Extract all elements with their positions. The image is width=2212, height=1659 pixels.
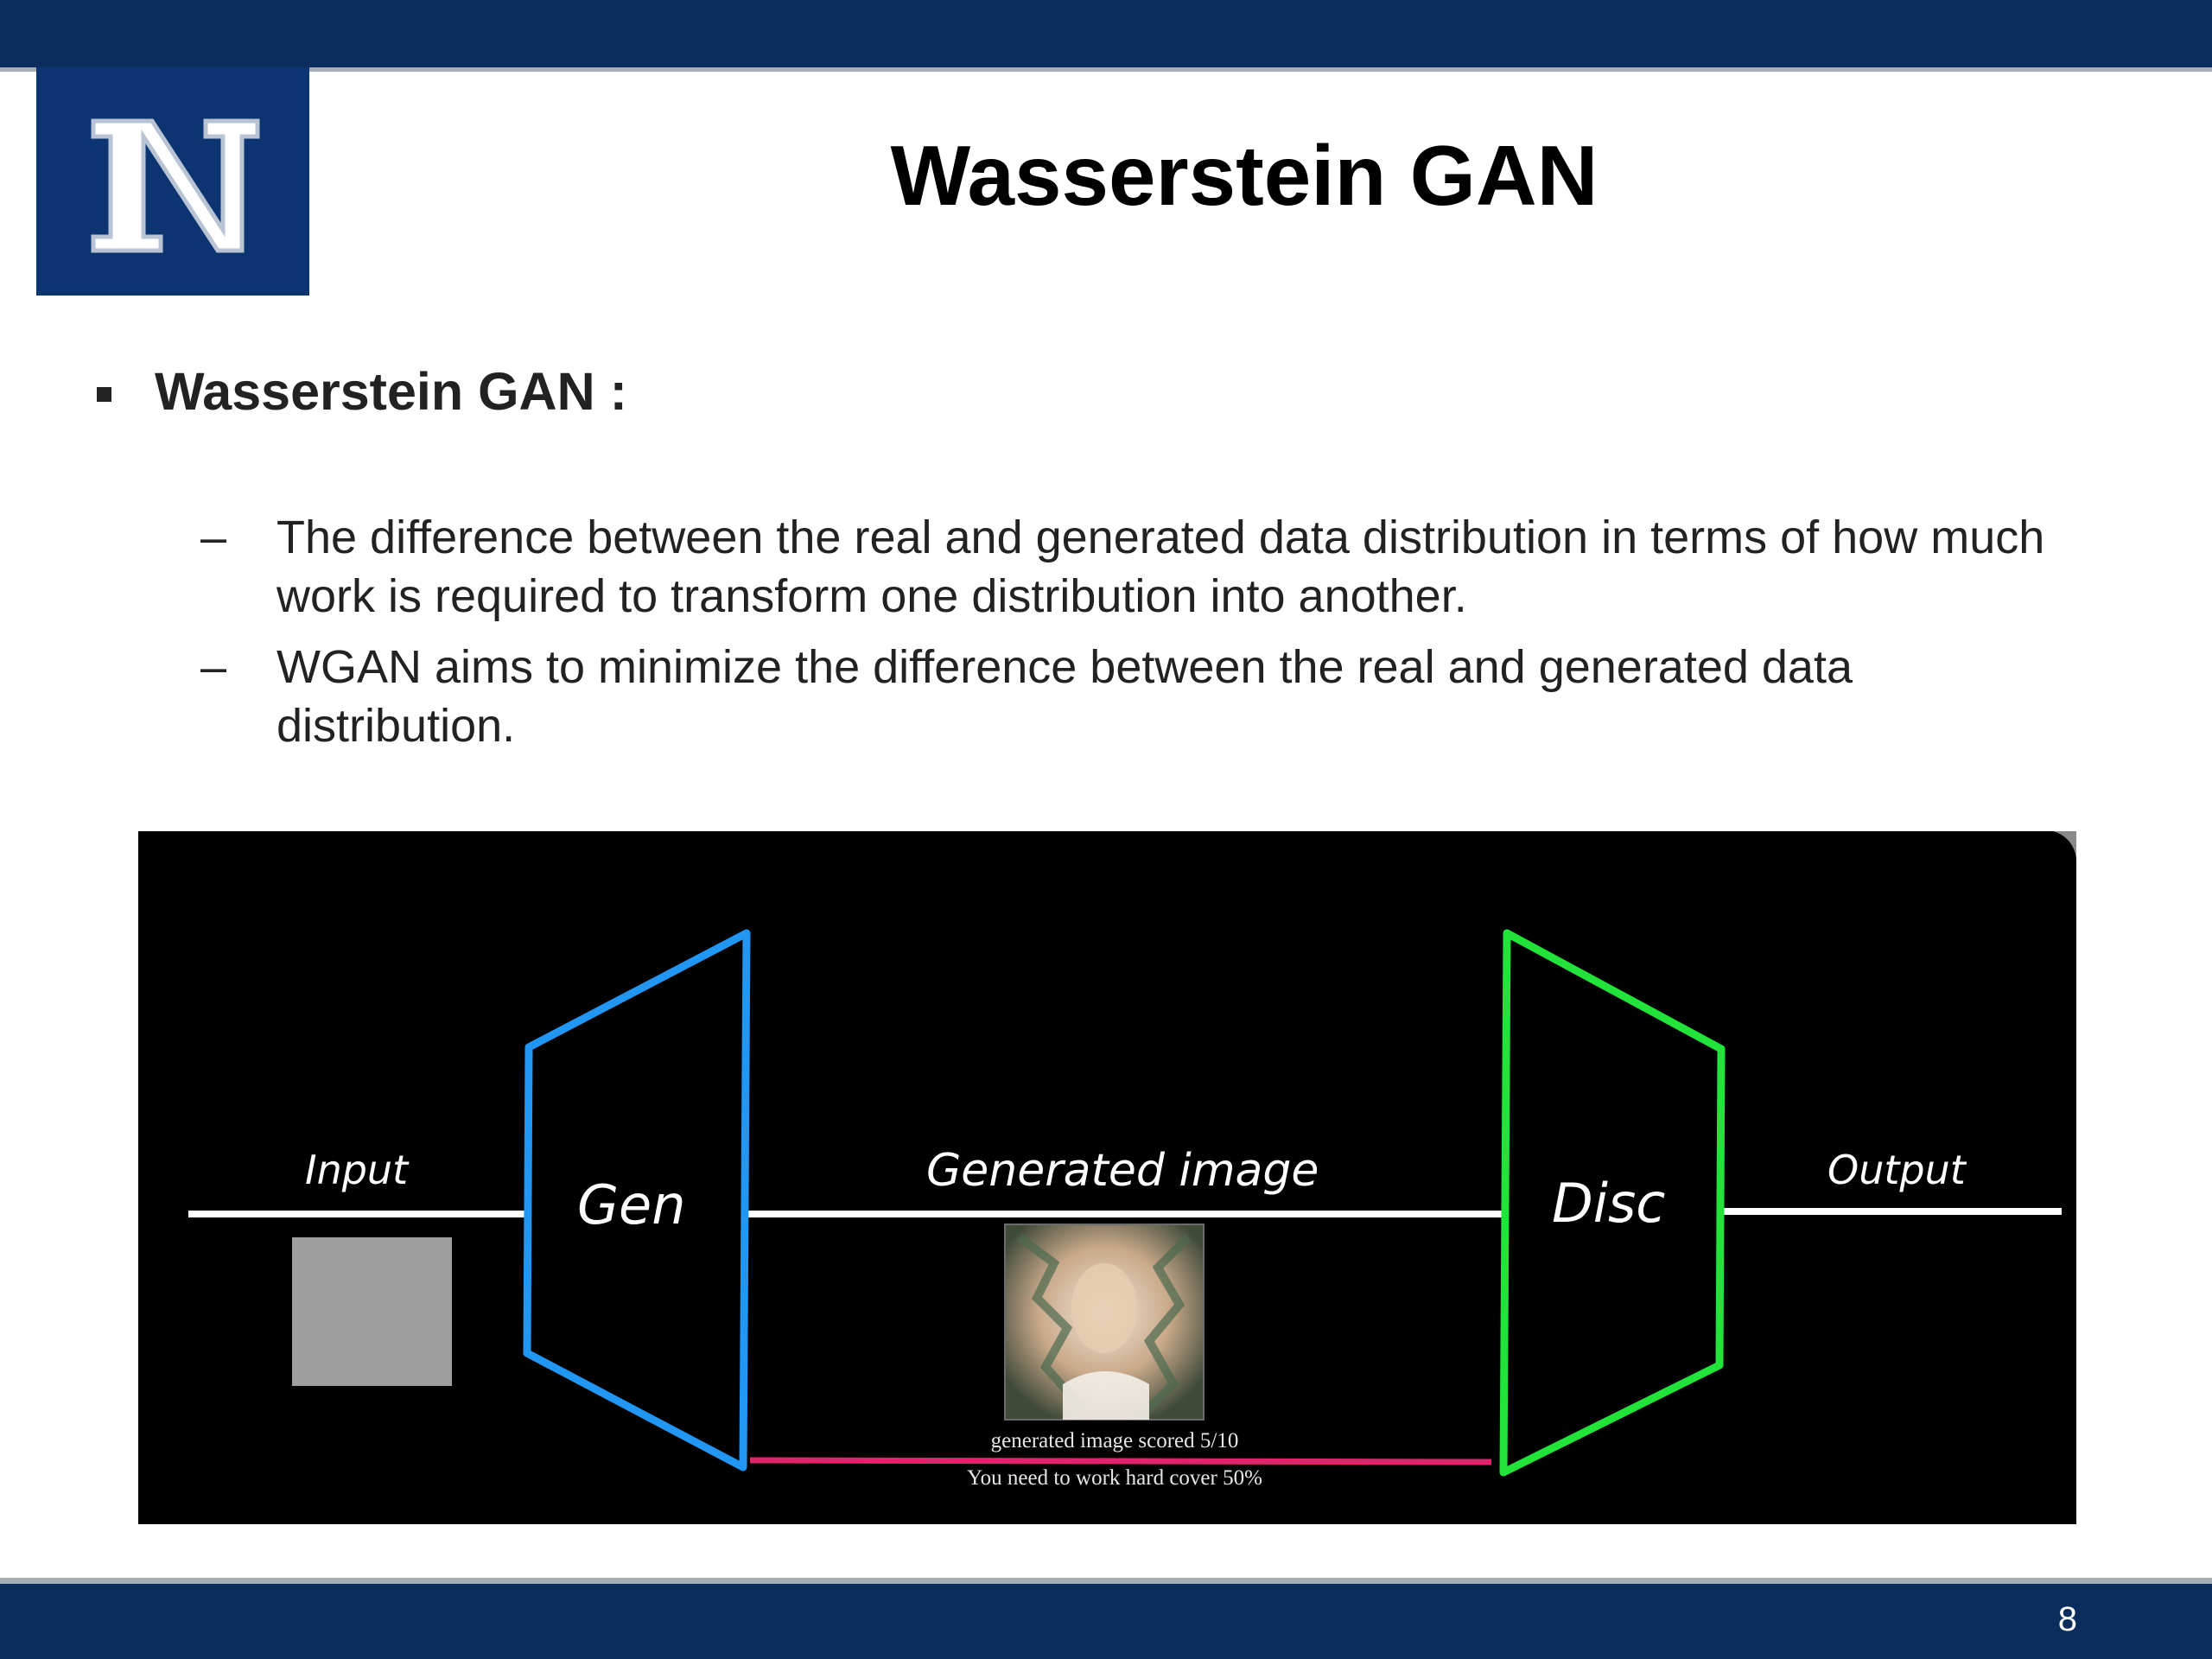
dash-bullet-icon: –	[200, 641, 227, 693]
generated-image-label: Generated image	[926, 1145, 1319, 1197]
gen-label: Gen	[577, 1173, 685, 1236]
sub-bullet-text: WGAN aims to minimize the difference bet…	[276, 641, 1853, 752]
wgan-diagram-svg: Input Gen Generated image Disc Output ge…	[188, 831, 2076, 1490]
square-bullet-icon	[97, 386, 111, 402]
generated-image-thumbnail	[1004, 1224, 1205, 1421]
sub-bullet-1: – The difference between the real and ge…	[200, 508, 2101, 629]
wgan-diagram: Input Gen Generated image Disc Output ge…	[138, 831, 2076, 1524]
header-divider	[0, 67, 2212, 72]
bottom-footer-bar	[0, 1584, 2212, 1659]
n-logo-icon	[91, 118, 260, 253]
disc-label: Disc	[1552, 1172, 1665, 1235]
feedback-line	[749, 1457, 1492, 1465]
footer-divider	[0, 1578, 2212, 1584]
sub-bullet-2: – WGAN aims to minimize the difference b…	[200, 638, 2101, 759]
score-caption: generated image scored 5/10	[991, 1429, 1239, 1452]
page-number: 8	[2057, 1600, 2077, 1638]
input-label: Input	[305, 1147, 410, 1193]
work-caption: You need to work hard cover 50%	[967, 1466, 1262, 1490]
sub-bullet-text: The difference between the real and gene…	[276, 512, 2045, 622]
dash-bullet-icon: –	[200, 512, 227, 563]
corner-mark	[2037, 831, 2076, 861]
university-logo	[36, 67, 309, 296]
input-box	[292, 1237, 452, 1386]
top-header-bar	[0, 0, 2212, 67]
discriminator-shape	[1499, 929, 1726, 1477]
output-label: Output	[1827, 1147, 1967, 1193]
generator-shape	[523, 929, 751, 1471]
main-bullet-text: Wasserstein GAN :	[155, 362, 627, 421]
main-bullet: Wasserstein GAN :	[97, 361, 627, 422]
slide-title: Wasserstein GAN	[890, 128, 1599, 223]
